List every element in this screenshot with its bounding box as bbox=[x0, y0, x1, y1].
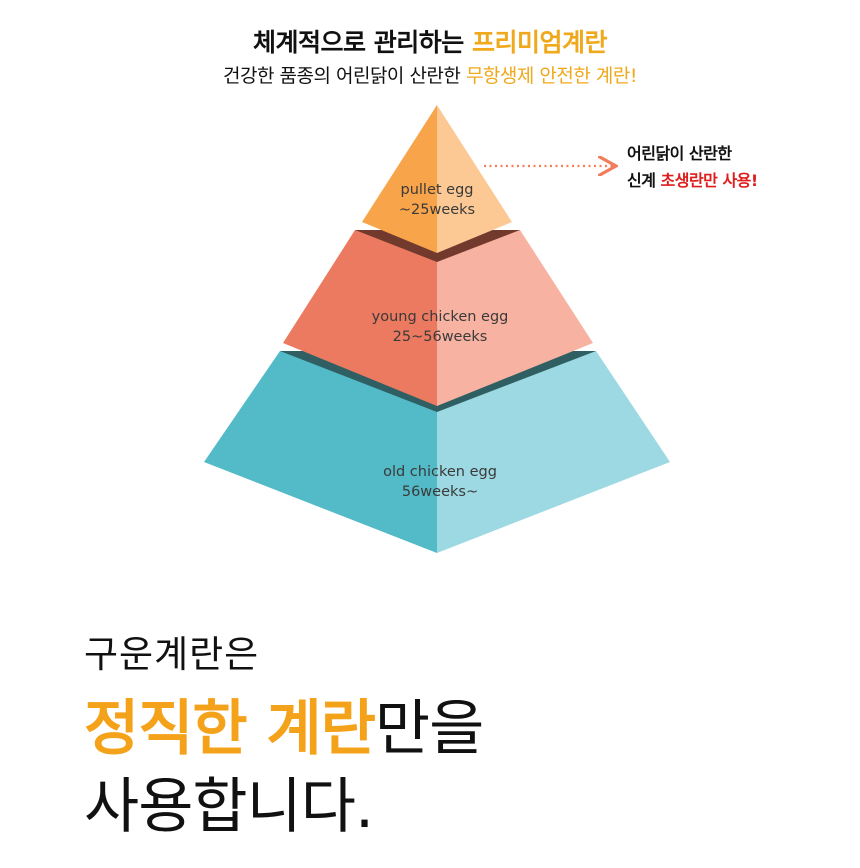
bottom-line-1: 구운계란은 bbox=[84, 633, 260, 676]
subline: 건강한 품종의 어린닭이 산란한 무항생제 안전한 계란! bbox=[0, 62, 860, 90]
bottom-message: 구운계란은 정직한 계란만을 사용합니다. bbox=[84, 630, 484, 844]
callout-prefix: 신계 bbox=[627, 171, 661, 190]
bottom-line-3: 사용합니다. bbox=[84, 772, 374, 842]
callout-line-2: 신계 초생란만 사용! bbox=[627, 167, 758, 194]
callout-highlight: 초생란만 사용! bbox=[660, 171, 759, 190]
headline-highlight: 프리미엄계란 bbox=[471, 28, 608, 57]
middle-tier-left bbox=[283, 230, 437, 406]
bottom-suffix: 만을 bbox=[374, 694, 484, 764]
bottom-line-2: 정직한 계란만을 bbox=[84, 692, 484, 766]
subline-text: 건강한 품종의 어린닭이 산란한 bbox=[223, 65, 466, 87]
top-tier-right bbox=[437, 105, 512, 253]
header: 체계적으로 관리하는 프리미엄계란 건강한 품종의 어린닭이 산란한 무항생제 … bbox=[0, 26, 860, 90]
top-tier-range: ~25weeks bbox=[399, 202, 475, 218]
subline-highlight: 무항생제 안전한 계란! bbox=[465, 65, 638, 87]
bottom-tier-range: 56weeks~ bbox=[402, 484, 478, 500]
bottom-tier-right bbox=[437, 351, 670, 553]
middle-tier-label: young chicken egg bbox=[372, 309, 509, 325]
top-tier-left bbox=[362, 105, 437, 253]
top-tier-label: pullet egg bbox=[401, 182, 474, 198]
middle-tier-right bbox=[437, 230, 593, 406]
callout-line-1: 어린닭이 산란한 bbox=[627, 144, 732, 163]
middle-tier-range: 25~56weeks bbox=[393, 329, 488, 345]
bottom-highlight: 정직한 계란 bbox=[84, 694, 376, 764]
headline: 체계적으로 관리하는 프리미엄계란 bbox=[0, 26, 860, 60]
bottom-tier-label: old chicken egg bbox=[383, 464, 497, 480]
callout: 어린닭이 산란한 신계 초생란만 사용! bbox=[627, 140, 758, 194]
headline-text: 체계적으로 관리하는 bbox=[253, 28, 472, 57]
bottom-tier-left bbox=[204, 351, 437, 553]
